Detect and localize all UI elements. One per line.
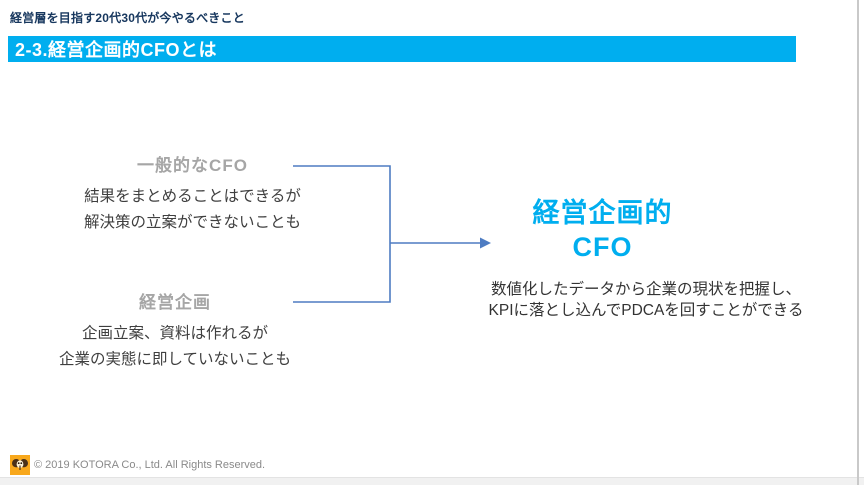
- block-heading: 一般的なCFO: [137, 156, 248, 175]
- comparison-block-general-cfo: 一般的なCFO 結果をまとめることはできるが 解決策の立案ができないことも: [40, 151, 345, 236]
- copyright-text: © 2019 KOTORA Co., Ltd. All Rights Reser…: [34, 459, 266, 471]
- bottom-window-bar: [0, 477, 864, 485]
- block-text-line: 企画立案、資料は作れるが: [81, 325, 268, 342]
- footer: © 2019 KOTORA Co., Ltd. All Rights Reser…: [10, 455, 265, 475]
- right-window-edge: [857, 0, 859, 485]
- slide-kicker-title: 経営層を目指す20代30代が今やるべきこと: [10, 11, 245, 25]
- result-title-line: 経営企画的: [532, 198, 673, 228]
- kotora-bird-logo-icon: [10, 455, 30, 475]
- result-title: 経営企画的 CFO: [470, 196, 735, 264]
- result-description: 数値化したデータから企業の現状を把握し、 KPIに落とし込んでPDCAを回すこと…: [430, 279, 862, 321]
- block-text-line: 企業の実態に即していないことも: [58, 351, 292, 368]
- block-heading: 経営企画: [139, 293, 211, 312]
- comparison-block-keiei-kikaku: 経営企画 企画立案、資料は作れるが 企業の実態に即していないことも: [25, 288, 325, 373]
- result-description-line: 数値化したデータから企業の現状を把握し、: [490, 281, 801, 298]
- block-text-line: 結果をまとめることはできるが: [84, 188, 301, 205]
- section-banner-title: 2-3.経営企画的CFOとは: [15, 40, 218, 60]
- result-title-line: CFO: [572, 232, 633, 262]
- result-description-line: KPIに落とし込んでPDCAを回すことができる: [488, 302, 804, 319]
- block-text-line: 解決策の立案ができないことも: [83, 214, 301, 231]
- section-banner: 2-3.経営企画的CFOとは: [8, 36, 796, 62]
